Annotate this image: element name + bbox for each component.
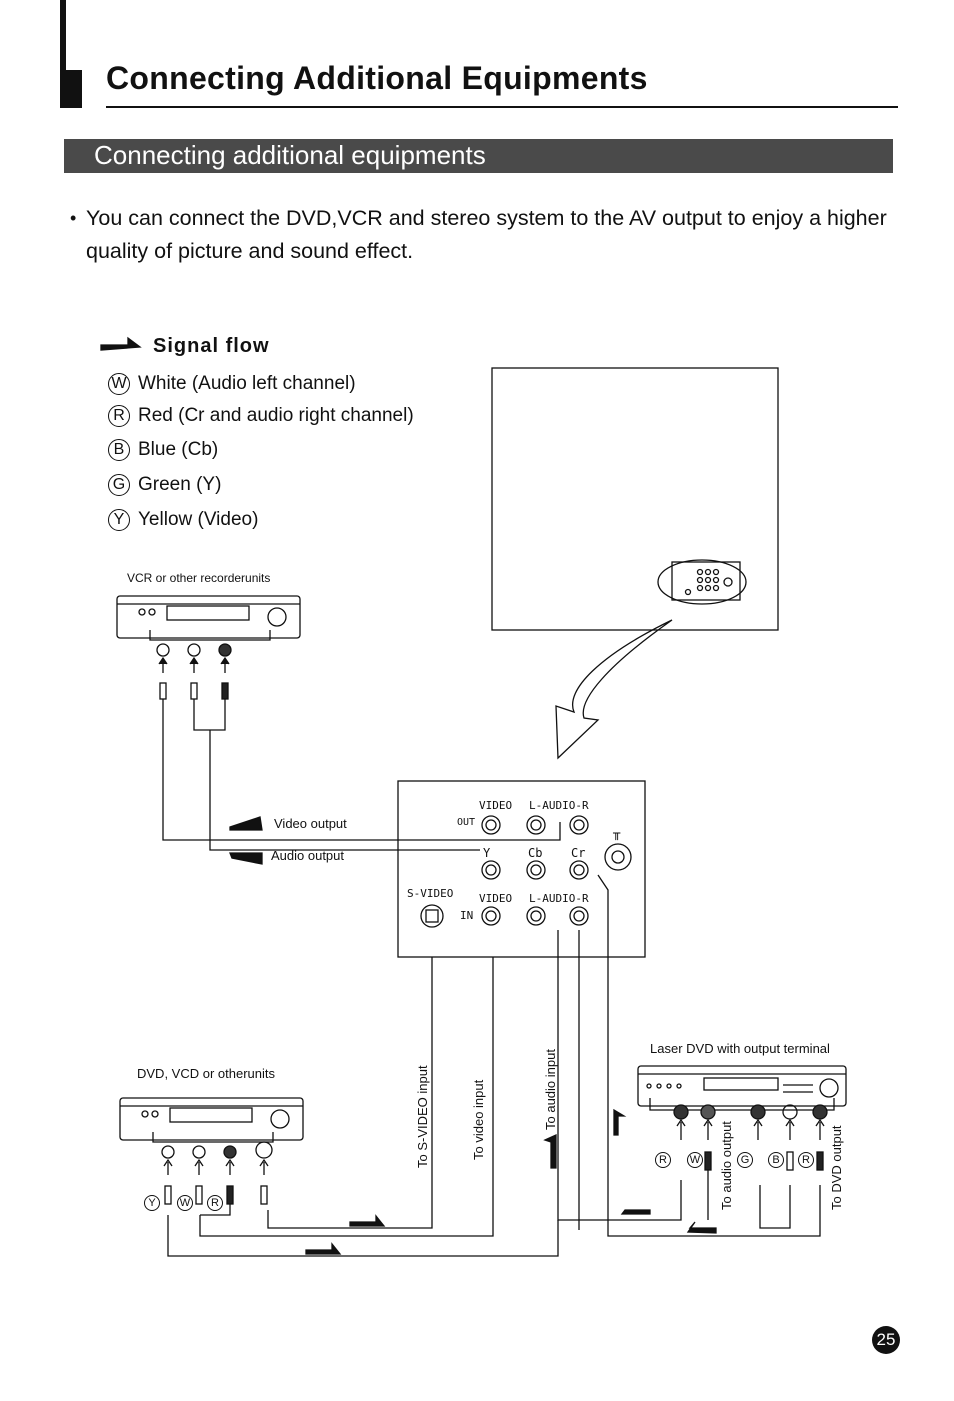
panel-audio-in-label: L-AUDIO-R: [529, 892, 589, 905]
plug-badge: B: [768, 1152, 784, 1168]
laser-label: Laser DVD with output terminal: [650, 1041, 830, 1056]
signal-flow-label: Signal flow: [153, 335, 270, 357]
component-cable: [597, 874, 821, 1237]
tv-jack-cluster: [657, 559, 747, 605]
audio-output-label: Audio output: [271, 848, 345, 863]
to-video-label: To video input: [471, 1079, 486, 1160]
video-in-cable: [199, 957, 494, 1237]
vcr-audio-cable: [193, 708, 480, 851]
plug-badge: R: [798, 1152, 814, 1168]
panel-out-label: OUT: [457, 817, 476, 828]
legend-item-blue: B Blue (Cb): [108, 436, 218, 464]
section-title: Connecting additional equipments: [94, 140, 486, 170]
dvd-unit: [119, 1097, 304, 1159]
plug-badge: W: [687, 1152, 703, 1168]
legend-item-white: W White (Audio left channel): [108, 370, 356, 398]
panel-jacks: [420, 815, 632, 928]
vcr-unit: [116, 595, 301, 657]
zoom-arrow-icon: [555, 619, 673, 760]
intro-text: You can connect the DVD,VCR and stereo s…: [86, 206, 887, 263]
badge-y: Y: [108, 509, 130, 531]
plug-badge: R: [207, 1195, 223, 1211]
legend-label: Red (Cr and audio right channel): [138, 405, 414, 426]
legend-label: Yellow (Video): [138, 509, 259, 530]
dvd-audio-cable: [167, 1215, 559, 1257]
bullet: •: [70, 208, 77, 228]
tv-jack-dots: [684, 568, 733, 596]
badge-r: R: [108, 405, 130, 427]
flow-arrow-icon: [349, 1214, 386, 1227]
legend-item-green: G Green (Y): [108, 471, 221, 499]
legend-label: Green (Y): [138, 474, 222, 495]
plug-badge: W: [177, 1195, 193, 1211]
vcr-video-cable: [162, 708, 561, 841]
title-rule: [106, 106, 898, 108]
to-audio-input-label: To audio input: [543, 1049, 558, 1130]
laser-plugs: [676, 1118, 825, 1220]
legend-item-yellow: Y Yellow (Video): [108, 506, 258, 534]
panel-svideo-label: S-VIDEO: [407, 887, 454, 900]
flow-arrow-icon: [305, 1242, 342, 1255]
vcr-label: VCR or other recorderunits: [127, 571, 271, 585]
header-bar-block: [60, 70, 82, 108]
legend-item-red: R Red (Cr and audio right channel): [108, 402, 414, 430]
header-bar: [60, 0, 66, 108]
legend-label: White (Audio left channel): [138, 373, 356, 394]
panel-antenna-label: ╥: [613, 826, 621, 840]
page-title: Connecting Additional Equipments: [106, 60, 648, 96]
plug-badge: R: [655, 1152, 671, 1168]
to-dvd-output-label: To DVD output: [829, 1125, 844, 1210]
audio-in-cable: [557, 930, 682, 1221]
laser-dvd-unit: [637, 1065, 847, 1120]
dvd-label: DVD, VCD or otherunits: [137, 1066, 275, 1081]
flow-arrow-icon: [543, 1133, 557, 1169]
badge-w: W: [108, 373, 130, 395]
panel-cr-label: Cr: [571, 846, 586, 860]
plug-badge: Y: [144, 1195, 160, 1211]
page-number: 25: [872, 1326, 900, 1354]
badge-b: B: [108, 439, 130, 461]
video-output-arrow-icon: [229, 816, 263, 831]
laser-component-cable: [759, 1185, 791, 1229]
panel-y-label: Y: [483, 846, 491, 860]
signal-flow-arrow-icon: [100, 336, 142, 351]
panel-cb-label: Cb: [528, 846, 543, 860]
section-bar: [64, 139, 893, 173]
badge-g: G: [108, 474, 130, 496]
vcr-plugs: [158, 656, 230, 708]
flow-arrow-icon: [620, 1209, 651, 1215]
plug-badge: G: [737, 1152, 753, 1168]
flow-arrow-icon: [686, 1221, 717, 1234]
flow-arrow-icon: [613, 1108, 627, 1136]
svideo-cable: [267, 957, 433, 1229]
intro-paragraph: • You can connect the DVD,VCR and stereo…: [70, 202, 910, 268]
tv-rear-view: [491, 367, 779, 631]
panel-video-label: VIDEO: [479, 799, 513, 812]
to-svideo-label: To S-VIDEO input: [415, 1065, 430, 1168]
legend-label: Blue (Cb): [138, 439, 219, 460]
video-output-label: Video output: [274, 816, 347, 831]
dvd-plugs: [163, 1158, 269, 1216]
av-panel: [397, 780, 646, 958]
panel-video-in-label: VIDEO: [479, 892, 513, 905]
audio-output-arrow-icon: [229, 852, 263, 865]
panel-in-label: IN: [460, 909, 474, 922]
panel-audio-label: L-AUDIO-R: [529, 799, 589, 812]
to-audio-output-label: To audio output: [719, 1121, 734, 1210]
